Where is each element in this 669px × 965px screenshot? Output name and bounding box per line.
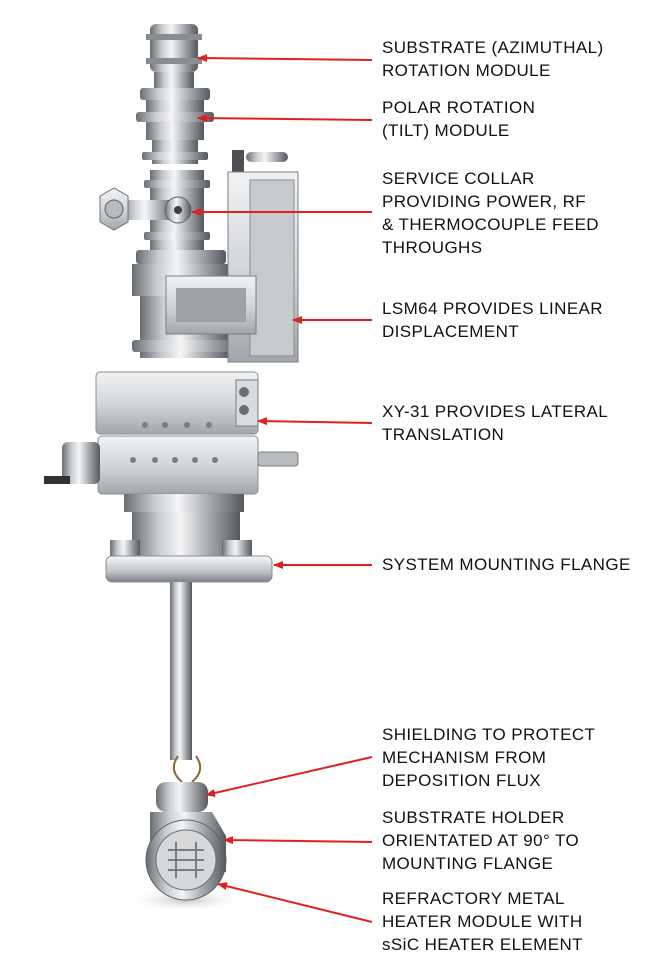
- callout-service-collar: SERVICE COLLAR PROVIDING POWER, RF & THE…: [382, 169, 599, 257]
- callout-shielding: SHIELDING TO PROTECT MECHANISM FROM DEPO…: [382, 725, 596, 790]
- callout-arrow-2: [197, 114, 373, 123]
- callout-mounting-flange: SYSTEM MOUNTING FLANGE: [382, 555, 631, 574]
- azimuthal-rotation-module: [150, 24, 198, 72]
- xy31-lower-block: [97, 435, 259, 495]
- callout-heater-module: REFRACTORY METAL HEATER MODULE WITH sSiC…: [382, 889, 583, 954]
- deposition-shield: [156, 782, 208, 812]
- callout-substrate-holder: SUBSTRATE HOLDER ORIENTATED AT 90° TO MO…: [382, 808, 580, 873]
- callout-arrow-1: [197, 54, 373, 63]
- callout-lsm64: LSM64 PROVIDES LINEAR DISPLACEMENT: [382, 299, 603, 341]
- callout-arrow-5: [257, 417, 373, 426]
- polar-rotation-module: [140, 88, 210, 100]
- callout-arrow-9: [217, 882, 373, 923]
- callout-polar-rotation: POLAR ROTATION (TILT) MODULE: [382, 98, 536, 140]
- callout-arrow-8: [223, 836, 373, 845]
- callout-arrow-7: [205, 756, 373, 797]
- callout-azimuthal-rotation: SUBSTRATE (AZIMUTHAL) ROTATION MODULE: [382, 38, 604, 80]
- callout-xy31: XY-31 PROVIDES LATERAL TRANSLATION: [382, 402, 609, 444]
- system-mounting-flange: [105, 555, 273, 583]
- xy31-upper-block: [95, 371, 259, 435]
- shaft: [170, 582, 192, 760]
- heater-element: [168, 842, 204, 878]
